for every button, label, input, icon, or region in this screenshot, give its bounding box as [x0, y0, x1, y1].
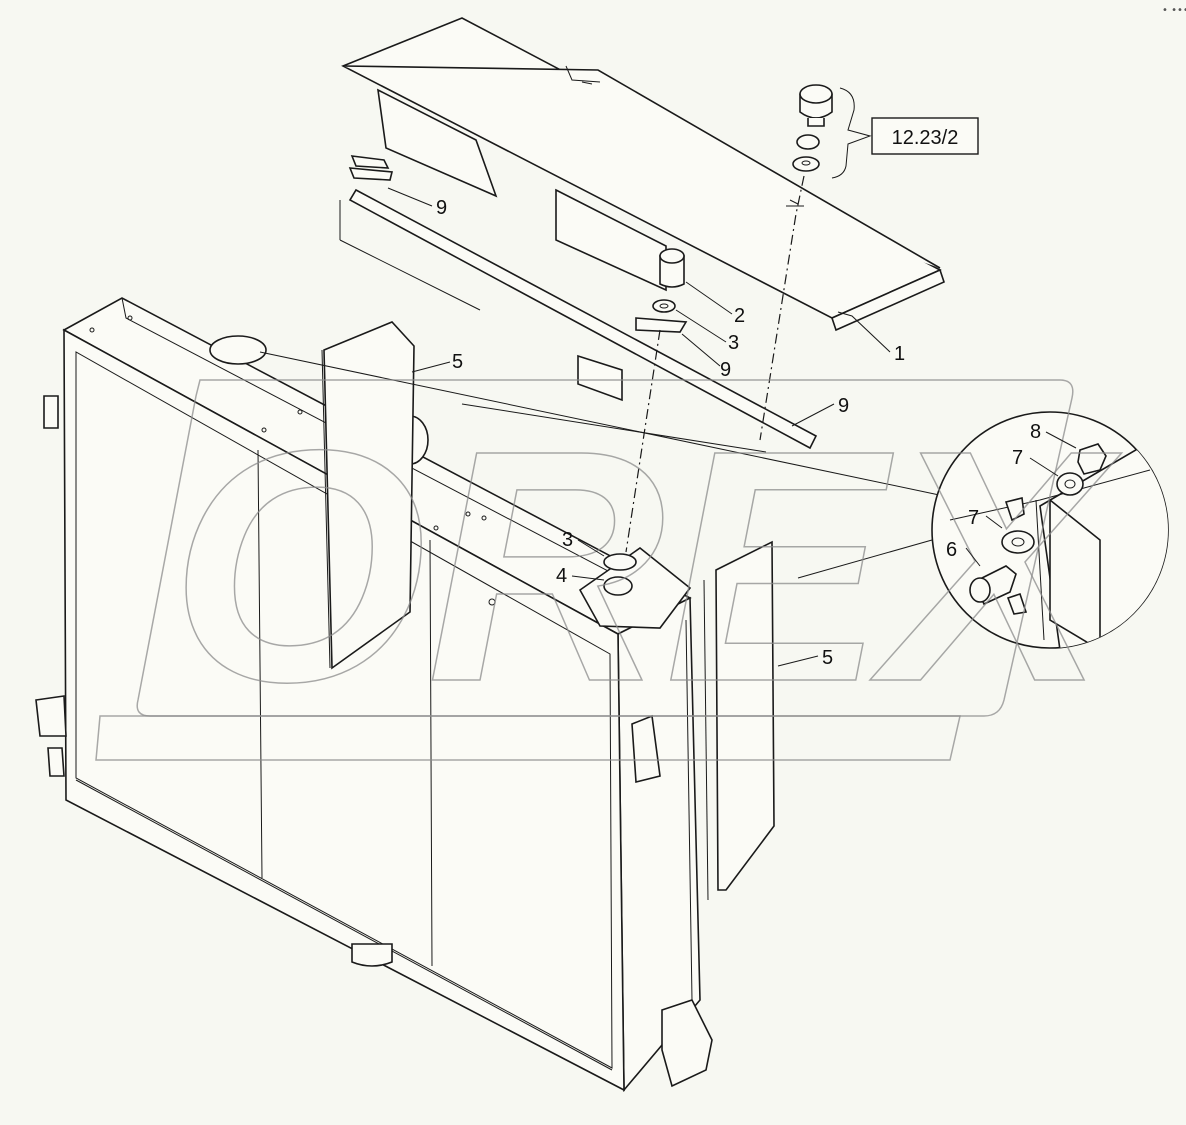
reference-label: 12.23/2: [892, 127, 959, 149]
fastener-stack: [759, 84, 872, 441]
corner-marks: • •••: [1162, 5, 1186, 16]
callout-9-upper: 9: [436, 197, 447, 219]
callout-3-mid: 3: [562, 529, 573, 551]
reference-box: 12.23/2: [871, 117, 979, 155]
callout-7-upper: 7: [1012, 447, 1023, 469]
top-grille: [341, 17, 945, 332]
callout-4: 4: [556, 565, 567, 587]
callout-7-lower: 7: [968, 507, 979, 529]
callout-3-top: 3: [728, 332, 739, 354]
watermark-text: OREX: [170, 381, 1122, 750]
callout-2: 2: [734, 305, 745, 327]
callout-8: 8: [1030, 421, 1041, 443]
callout-leaders: [387, 187, 1077, 667]
seal-strips: [339, 155, 818, 450]
callout-5-left: 5: [452, 351, 463, 373]
watermark: OREX: [95, 379, 1123, 761]
callout-5-right: 5: [822, 647, 833, 669]
bolt-group: [625, 248, 685, 553]
callout-9-right: 9: [838, 395, 849, 417]
callout-6: 6: [946, 539, 957, 561]
callout-1: 1: [894, 343, 905, 365]
callout-9-mid: 9: [720, 359, 731, 381]
